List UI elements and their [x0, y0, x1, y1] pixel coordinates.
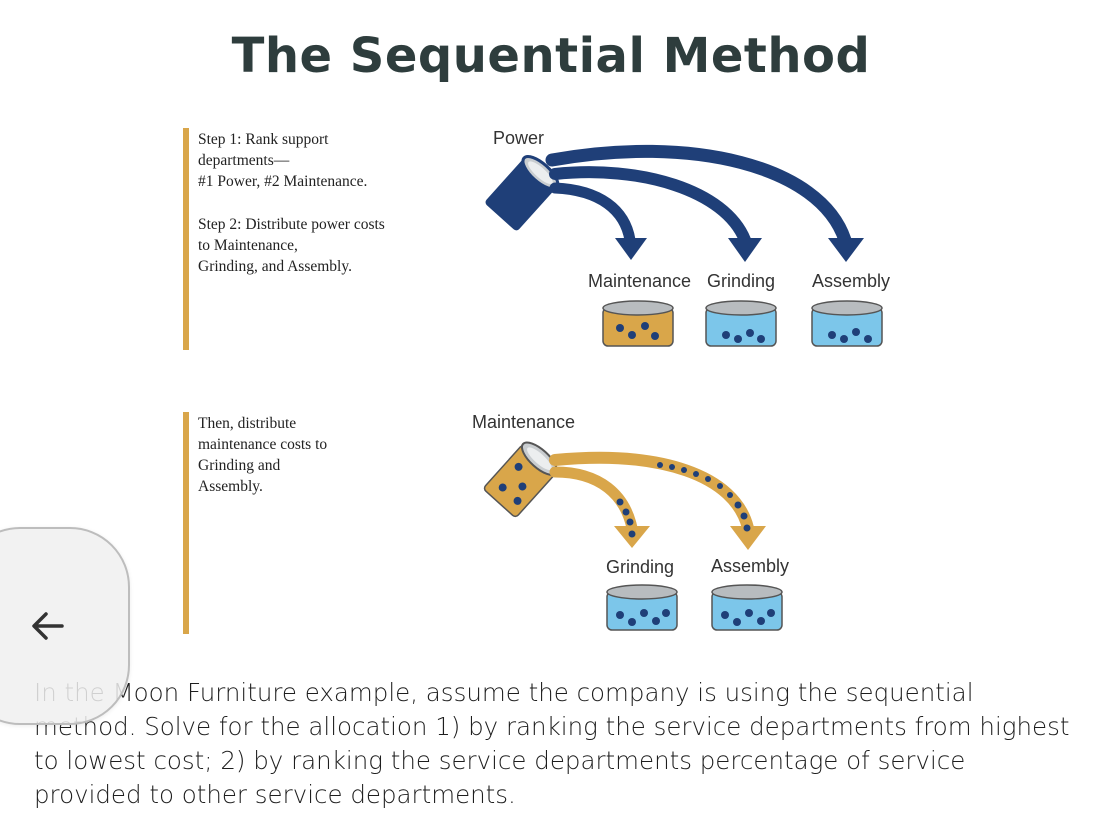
bottom-grinding-bucket-icon [606, 584, 678, 631]
maintenance-flow-arrows [549, 451, 754, 534]
step-2-text: Step 2: Distribute power costs to Mainte… [198, 216, 385, 275]
power-flow-arrows [545, 144, 852, 247]
bottom-assembly-bucket-icon [711, 584, 783, 631]
flow-dots [616, 462, 751, 538]
target-assembly-label: Assembly [812, 271, 890, 291]
step-3-text: Then, distribute maintenance costs to Gr… [198, 415, 328, 495]
bottom-target-assembly-label: Assembly [711, 556, 789, 576]
step-divider-bottom [183, 412, 189, 634]
target-grinding-label: Grinding [707, 271, 775, 291]
maintenance-bucket-icon [602, 300, 674, 347]
step-divider-top [183, 128, 189, 350]
bottom-target-grinding-label: Grinding [606, 557, 674, 577]
power-arrow-heads [615, 238, 864, 262]
maintenance-arrow-heads [614, 526, 766, 550]
allocation-diagram: Power Maintenance Grinding Assembly [472, 128, 890, 631]
grinding-bucket-icon [705, 300, 777, 347]
assembly-bucket-icon [811, 300, 883, 347]
question-text: In the Moon Furniture example, assume th… [34, 678, 1070, 809]
power-label: Power [493, 128, 544, 148]
target-maintenance-label: Maintenance [588, 271, 691, 291]
maintenance-source-label: Maintenance [472, 412, 575, 432]
back-button[interactable] [0, 527, 130, 725]
step-1-text: Step 1: Rank support departments— #1 Pow… [198, 131, 368, 190]
arrow-left-icon[interactable] [26, 604, 70, 648]
maintenance-source-bucket-icon [483, 441, 558, 518]
page-title: The Sequential Method [231, 28, 871, 84]
